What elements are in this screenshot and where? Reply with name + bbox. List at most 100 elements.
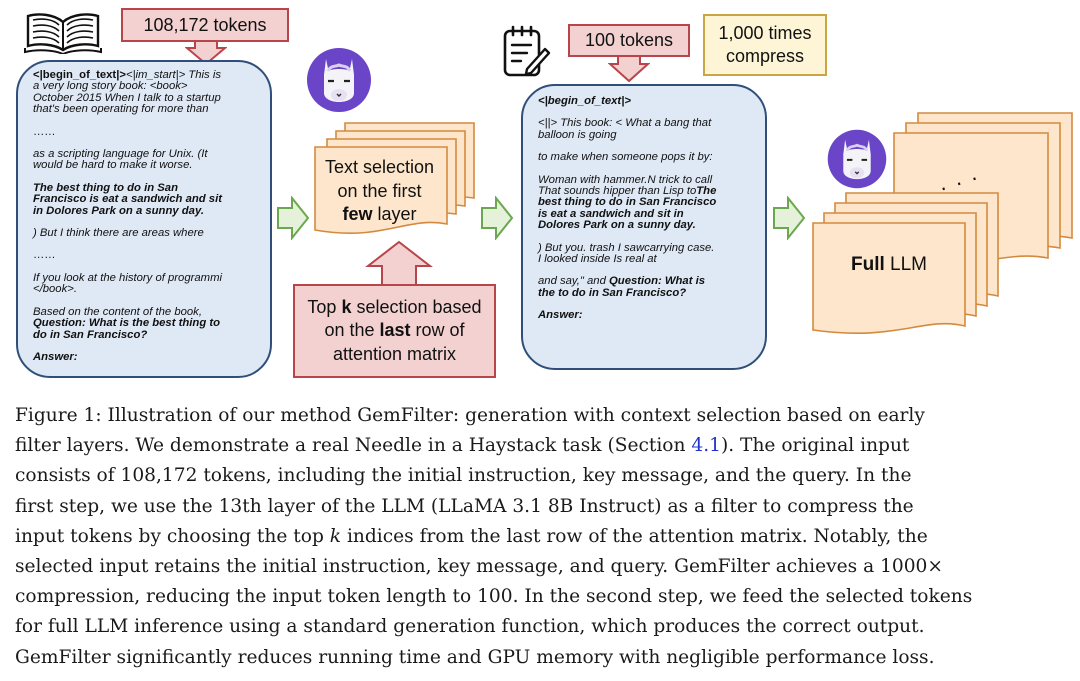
- input-doc-line: Based on the content of the book,: [33, 305, 222, 318]
- input-doc-text-segment: Question: What is the best thing to: [33, 317, 221, 330]
- input-doc-line: Answer:: [33, 350, 222, 363]
- caption-line: compression, reducing the input token le…: [15, 582, 1057, 612]
- input-doc-text-segment: in Dolores Park on a sunny day.: [33, 204, 204, 217]
- selected-doc-line: That sounds hipper than Lisp toThe: [538, 185, 716, 198]
- caption-line: for full LLM inference using a standard …: [15, 612, 1057, 642]
- input-doc-line: The best thing to do in San: [33, 181, 222, 194]
- full-llm-layer-stack: [812, 112, 1073, 334]
- caption-text: filter layers. We demonstrate a real Nee…: [15, 435, 692, 457]
- caption-text: GemFilter significantly reduces running …: [15, 646, 935, 668]
- input-doc-text-segment: would be hard to make it worse.: [33, 159, 193, 172]
- input-doc-text-segment: ……: [33, 125, 56, 138]
- selected-doc-text-segment: <||> This book: < What a bang that: [538, 117, 712, 130]
- caption-text: first step, we use the 13th layer of the…: [15, 495, 914, 517]
- input-doc-text-segment: October 2015 When I talk to a startup: [33, 91, 221, 104]
- input-doc-text-segment: <|im_start|> This is: [125, 69, 221, 81]
- selected-doc-line: to make when someone pops it by:: [538, 152, 716, 163]
- caption-text: input tokens by choosing the top: [15, 525, 330, 547]
- input-doc-line: ……: [33, 125, 222, 138]
- selected-doc-text-segment: to make when someone pops it by:: [538, 151, 713, 164]
- full-llm-label: Full LLM: [850, 254, 928, 275]
- input-doc-text-segment: Based on the content of the book,: [33, 305, 202, 318]
- input-doc-line: Francisco is eat a sandwich and sit: [33, 194, 222, 205]
- flow-arrow-2: [481, 196, 514, 240]
- input-doc-line: as a scripting language for Unix. (It: [33, 148, 222, 161]
- input-doc-text-segment: ) But I think there are areas where: [33, 227, 204, 240]
- selected-doc-text-segment: <|begin_of_text|>: [538, 95, 631, 107]
- input-doc-line: <|begin_of_text|><|im_start|> This is: [33, 69, 222, 81]
- output-token-count-box: 100 tokens: [568, 24, 690, 57]
- caption-line: input tokens by choosing the top k indic…: [15, 522, 1057, 552]
- selected-doc-line: is eat a sandwich and sit in: [538, 207, 716, 220]
- selected-doc-text-segment: ) But you. trash I sawcarrying case.: [538, 241, 715, 254]
- input-doc-text-segment: If you look at the history of programmi: [33, 271, 222, 284]
- caption-line: filter layers. We demonstrate a real Nee…: [15, 431, 1057, 461]
- caption-text: selected input retains the initial instr…: [15, 556, 943, 578]
- selected-doc-text-segment: Dolores Park on a sunny day.: [538, 219, 696, 232]
- input-doc-text-segment: as a scripting language for Unix. (It: [33, 148, 208, 161]
- caption-text: for full LLM inference using a standard …: [15, 616, 925, 638]
- selected-doc-line: <|begin_of_text|>: [538, 95, 716, 107]
- selected-document: [521, 84, 767, 370]
- flow-arrow-3: [773, 196, 806, 240]
- input-doc-line: Question: What is the best thing to: [33, 317, 222, 330]
- caption-text: compression, reducing the input token le…: [15, 586, 973, 608]
- input-document: [16, 60, 272, 378]
- input-doc-line: If you look at the history of programmi: [33, 271, 222, 284]
- input-doc-text-segment: do in San Francisco?: [33, 328, 148, 341]
- input-doc-line: ) But I think there are areas where: [33, 227, 222, 240]
- figure-caption: Figure 1: Illustration of our method Gem…: [15, 401, 1057, 673]
- input-doc-line: October 2015 When I talk to a startup: [33, 91, 222, 104]
- llama-avatar-icon: [307, 48, 371, 112]
- caption-math-var: k: [329, 525, 342, 547]
- caption-line: consists of 108,172 tokens, including th…: [15, 461, 1057, 491]
- input-doc-line: </book>.: [33, 284, 222, 295]
- selected-doc-text-segment: is eat a sandwich and sit in: [538, 207, 684, 220]
- selected-doc-line: and say," and Question: What is: [538, 276, 716, 287]
- caption-line: GemFilter significantly reduces running …: [15, 643, 1057, 673]
- selected-doc-line: Dolores Park on a sunny day.: [538, 220, 716, 231]
- selected-doc-text-segment: best thing to do in San Francisco: [538, 196, 717, 209]
- input-token-count-box: 108,172 tokens: [121, 8, 289, 42]
- compression-ratio-box: 1,000 times compress: [703, 14, 827, 76]
- input-doc-text-segment: </book>.: [33, 283, 77, 296]
- caption-text: Figure 1: Illustration of our method Gem…: [15, 405, 925, 426]
- input-doc-text-segment: The best thing to do in San: [33, 181, 178, 194]
- selected-document-text: <|begin_of_text|> <||> This book: < What …: [538, 95, 716, 322]
- selected-doc-line: Woman with hammer.N trick to call: [538, 173, 716, 186]
- input-doc-line: ……: [33, 250, 222, 261]
- open-book-icon: [24, 13, 102, 54]
- input-doc-line: that's been operating for more than: [33, 104, 222, 115]
- input-doc-line: a very long story book: <book>: [33, 81, 222, 92]
- selected-doc-line: the to do in San Francisco?: [538, 286, 716, 299]
- notepad-pen-icon: [503, 25, 551, 77]
- selected-doc-text-segment: the to do in San Francisco?: [538, 286, 687, 299]
- selected-doc-text-segment: Answer:: [538, 309, 583, 322]
- selected-doc-line: best thing to do in San Francisco: [538, 197, 716, 208]
- input-doc-line: [33, 116, 222, 127]
- selected-doc-text-segment: and say," and: [538, 275, 610, 288]
- input-doc-text-segment: Answer:: [33, 350, 78, 363]
- selected-doc-line: I looked inside Is real at: [538, 253, 716, 266]
- selected-doc-text-segment: Question: What is: [609, 275, 706, 288]
- selected-doc-line: balloon is going: [538, 128, 716, 141]
- caption-text: ). The original input: [720, 435, 910, 457]
- selected-doc-text-segment: Woman with hammer.N trick to call: [538, 173, 713, 186]
- filter-layer-stack: [314, 122, 475, 234]
- topk-up-arrow: [365, 240, 433, 287]
- caption-text: indices from the last row of the attenti…: [341, 525, 928, 547]
- input-token-arrow: [185, 40, 227, 66]
- selected-doc-text-segment: balloon is going: [538, 128, 617, 141]
- caption-line: selected input retains the initial instr…: [15, 552, 1057, 582]
- selected-doc-text-segment: I looked inside Is real at: [538, 253, 657, 266]
- input-doc-text-segment: ……: [33, 249, 56, 262]
- output-token-arrow: [608, 55, 650, 83]
- caption-line: Figure 1: Illustration of our method Gem…: [15, 401, 1057, 431]
- input-doc-line: in Dolores Park on a sunny day.: [33, 204, 222, 217]
- selected-doc-line: Answer:: [538, 310, 716, 321]
- selected-doc-line: <||> This book: < What a bang that: [538, 118, 716, 129]
- input-doc-line: [33, 239, 222, 250]
- selected-doc-text-segment: That sounds hipper than Lisp to: [538, 185, 697, 198]
- section-reference-link[interactable]: 4.1: [691, 435, 721, 457]
